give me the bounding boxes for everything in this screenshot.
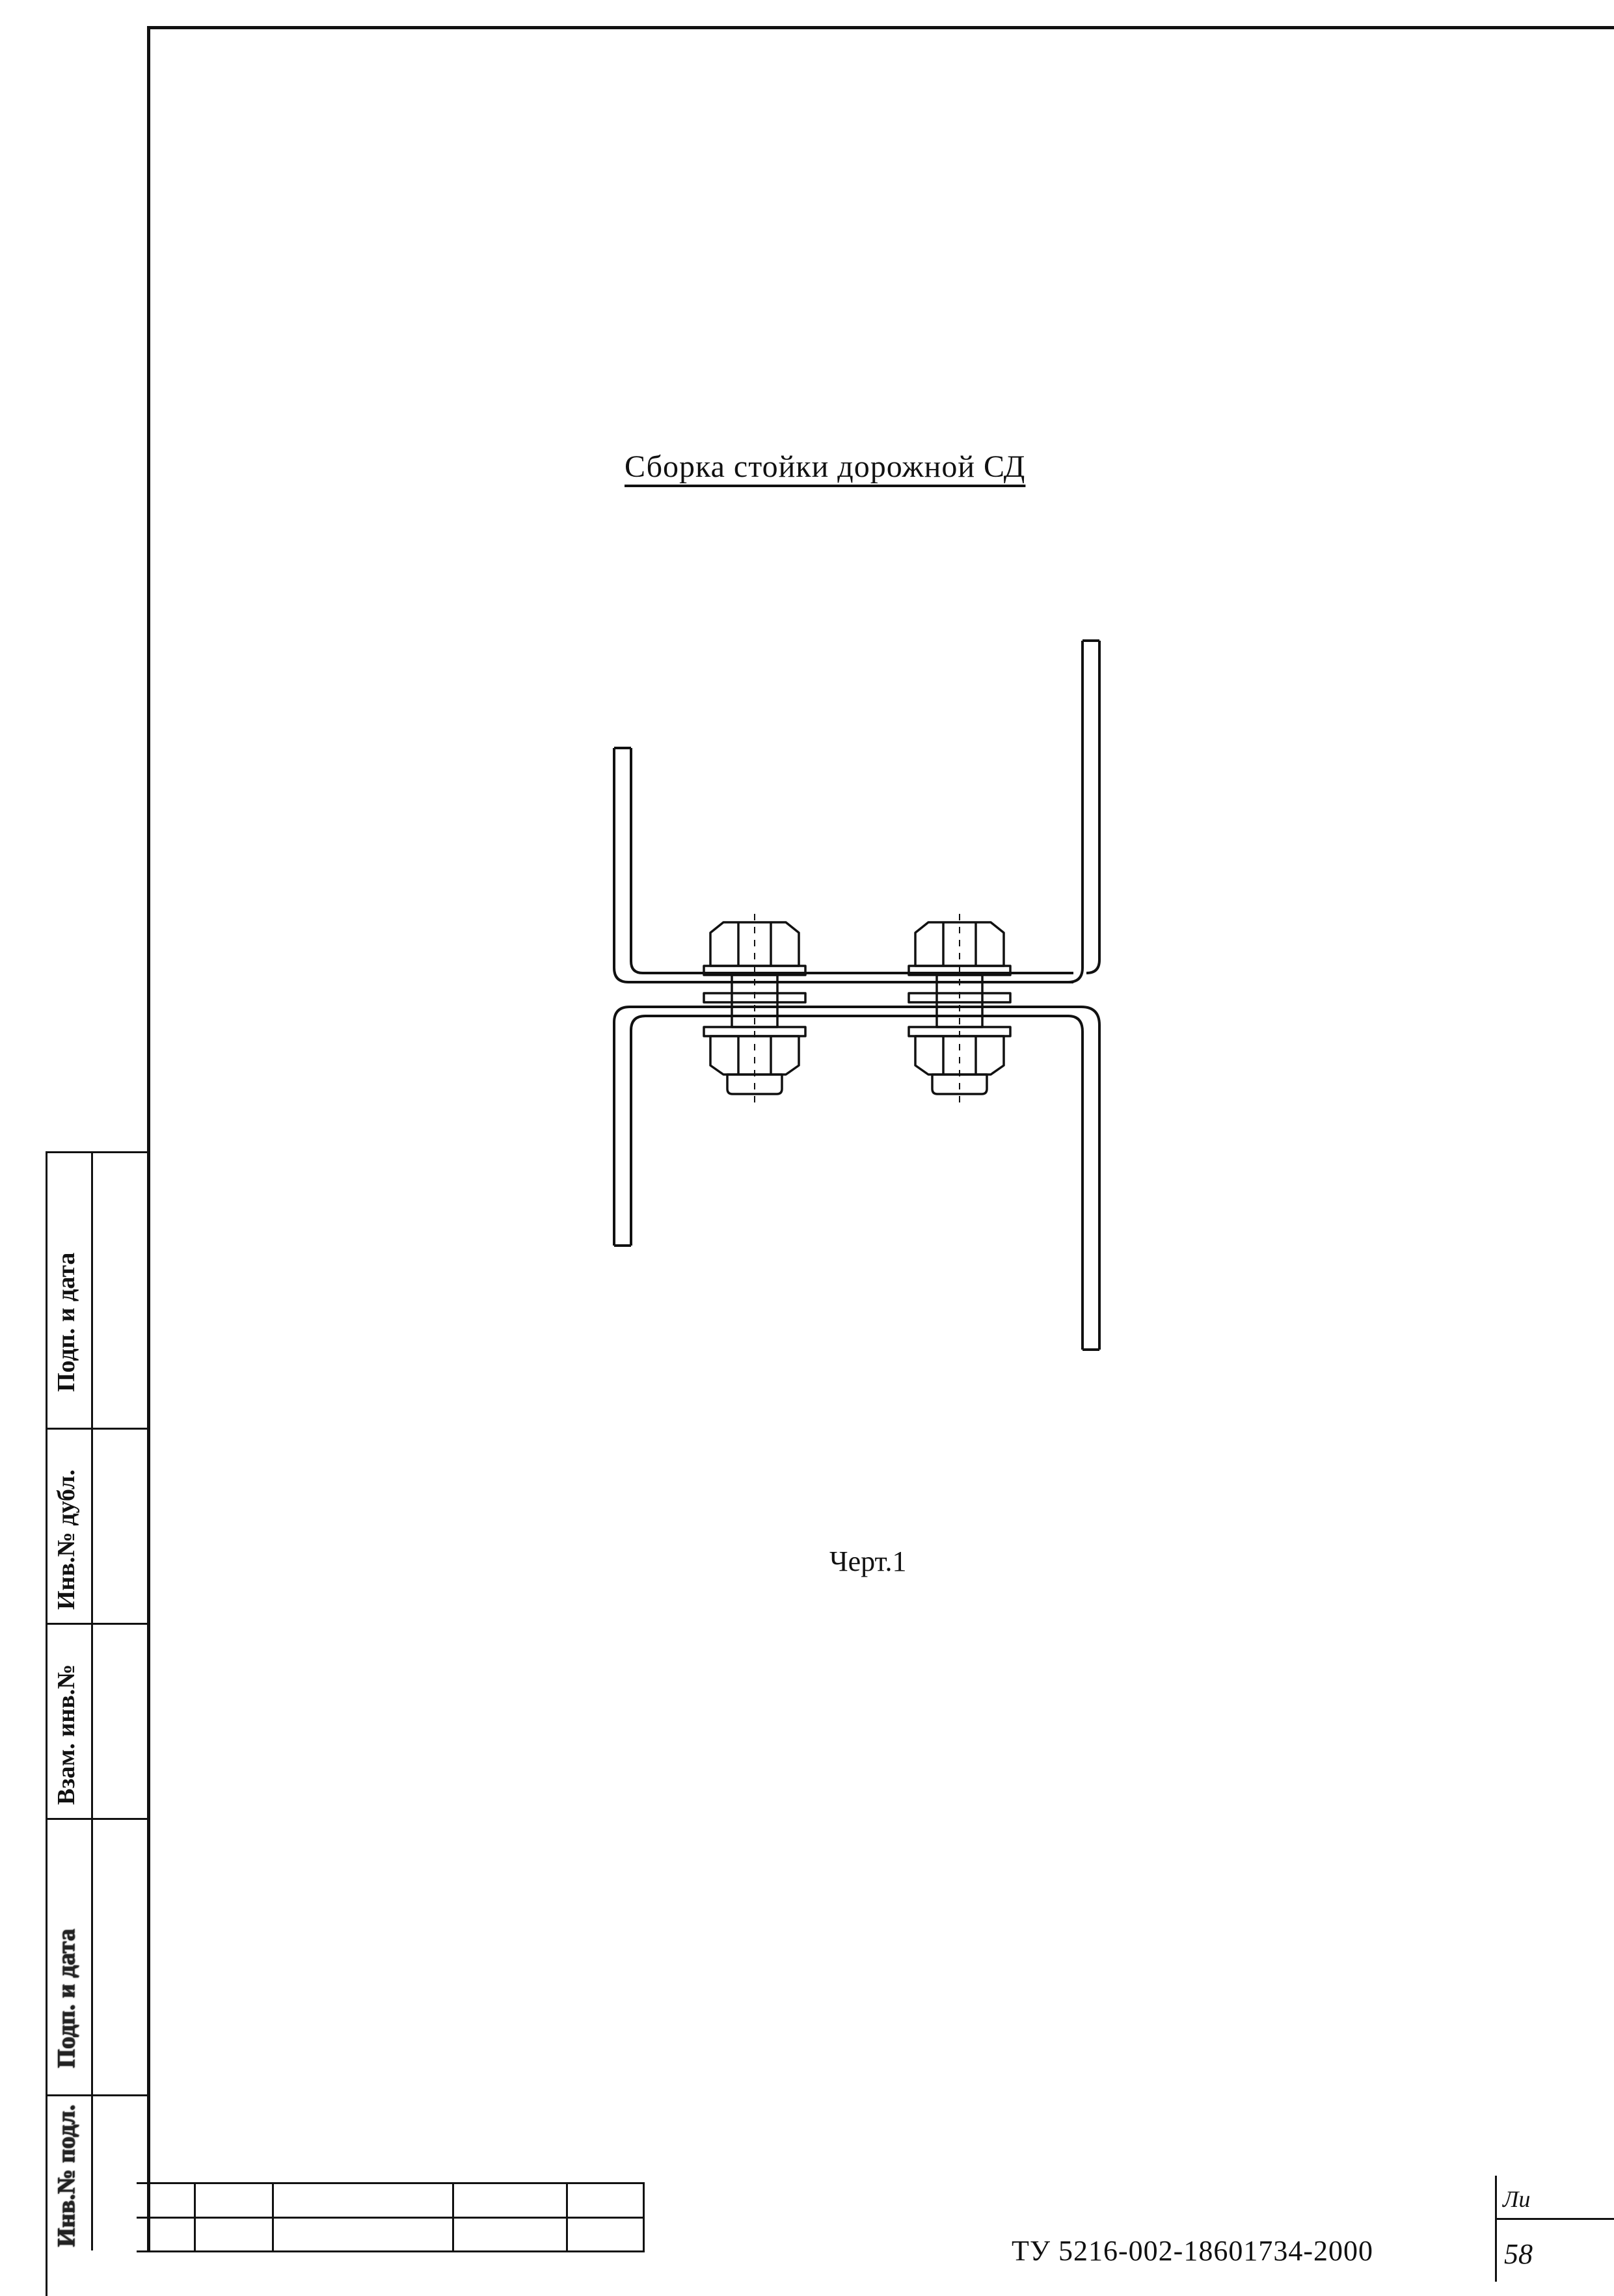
sheet-label: Ли xyxy=(1503,2186,1531,2212)
title-block-line xyxy=(137,2182,644,2184)
title-block-line xyxy=(643,2182,645,2252)
title-block-line xyxy=(137,2217,644,2219)
figure-caption: Черт.1 xyxy=(829,1545,907,1577)
frame-top-border xyxy=(147,26,1614,29)
side-stamp-outer-line xyxy=(46,1151,47,2296)
side-stamp-inner-line xyxy=(91,1151,93,2250)
side-label-replace-inv: Взам. инв.№ xyxy=(53,1664,80,1806)
side-label-dup-inv: Инв.№ дубл. xyxy=(53,1469,80,1610)
sheet-box-line xyxy=(1495,2218,1614,2220)
title-block-line xyxy=(137,2250,644,2252)
title-block-line xyxy=(194,2182,196,2252)
document-code: ТУ 5216-002-18601734-2000 xyxy=(1012,2235,1373,2267)
side-stamp-divider xyxy=(46,1623,147,1625)
side-label-sign-date-2: Подп. и дата xyxy=(53,1929,80,2068)
left-lower-post xyxy=(613,1006,794,1247)
title-block-line xyxy=(566,2182,568,2252)
title-block-line xyxy=(272,2182,274,2252)
side-stamp-divider xyxy=(46,1818,147,1820)
right-upper-post xyxy=(1068,639,1101,983)
bolt-assembly-2 xyxy=(908,914,1012,1109)
sheet-number: 58 xyxy=(1504,2238,1533,2270)
drawing-title: Сборка стойки дорожной СД xyxy=(625,449,1026,484)
title-block-line xyxy=(452,2182,454,2252)
side-stamp-divider xyxy=(46,1151,147,1153)
frame-left-border xyxy=(147,26,150,2250)
right-lower-post xyxy=(735,1006,1101,1351)
side-stamp-divider xyxy=(46,1428,147,1430)
side-label-orig-inv: Инв.№ подл. xyxy=(53,2104,80,2247)
sheet-box-line xyxy=(1495,2176,1497,2282)
side-label-sign-date: Подп. и дата xyxy=(53,1252,80,1392)
bolt-assembly-1 xyxy=(703,914,807,1109)
left-upper-post xyxy=(613,747,1073,983)
side-stamp-divider xyxy=(46,2094,147,2096)
